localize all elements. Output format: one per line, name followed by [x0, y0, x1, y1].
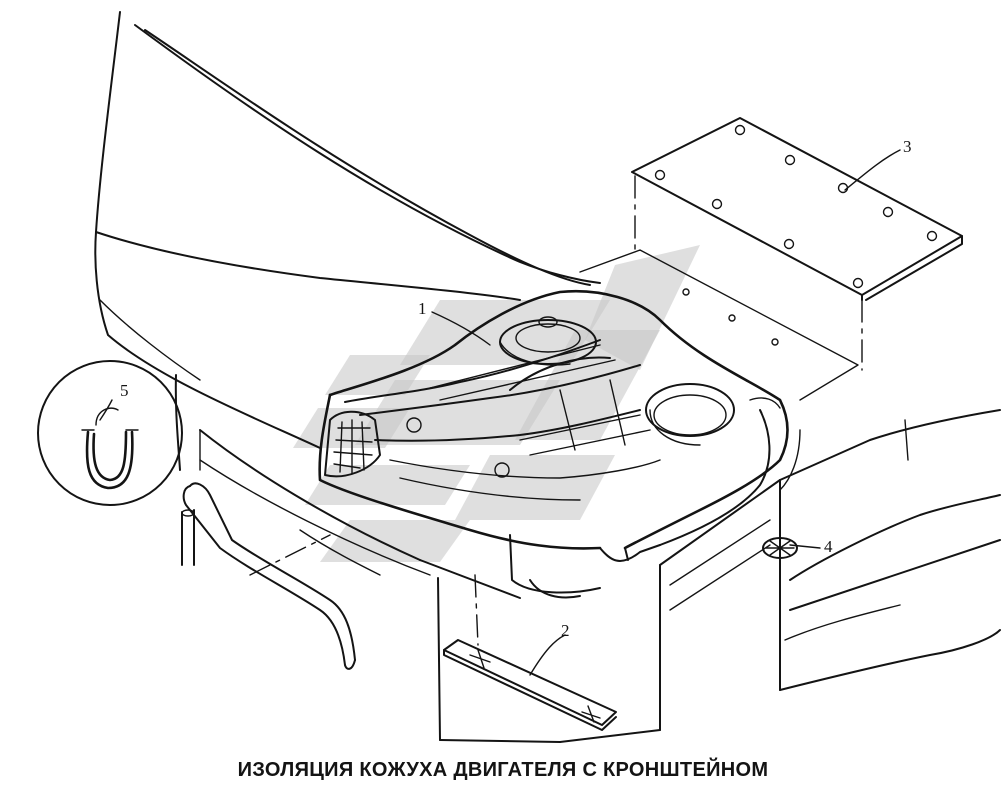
callout-4: 4 [824, 537, 833, 556]
callout-2: 2 [561, 621, 570, 640]
part-4-grommet [762, 537, 821, 559]
diagram-caption: ИЗОЛЯЦИЯ КОЖУХА ДВИГАТЕЛЯ С КРОНШТЕЙНОМ [237, 759, 769, 781]
callout-1: 1 [418, 299, 427, 318]
part-2-bracket [443, 639, 617, 731]
cab-body [94, 11, 601, 743]
leader-3 [844, 149, 901, 191]
center-line [249, 534, 331, 576]
part-5-detail [37, 360, 183, 506]
leader-5 [99, 399, 113, 421]
callout-5: 5 [120, 381, 129, 400]
panel-bolts [654, 124, 938, 346]
callout-3: 3 [903, 137, 912, 156]
leader-1 [431, 311, 491, 346]
front-body [559, 409, 1001, 743]
leader-2 [529, 634, 566, 676]
hose [181, 482, 356, 670]
center-line-2 [474, 574, 479, 646]
part-1-engine-cover [318, 289, 801, 599]
watermark-logo [293, 245, 700, 562]
